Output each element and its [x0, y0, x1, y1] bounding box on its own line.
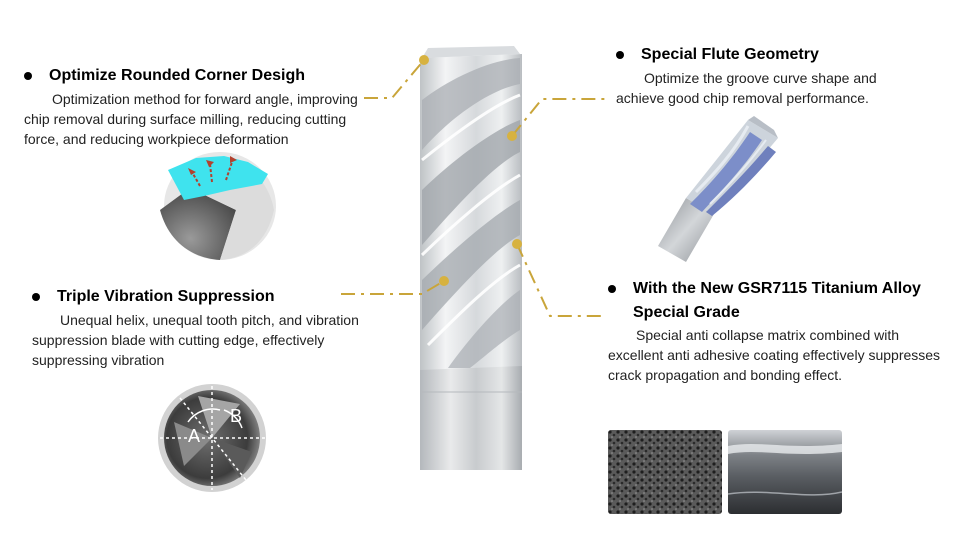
feature-title: Triple Vibration Suppression	[32, 288, 362, 306]
microstructure-illustration	[608, 430, 842, 514]
grade-title-line2: Special Grade	[633, 304, 740, 321]
rounded-corner-description: Optimization method for forward angle, i…	[24, 91, 358, 147]
label-b: B	[230, 406, 242, 426]
grade-title-line1: With the New GSR7115 Titanium Alloy	[633, 280, 921, 297]
bullet-icon	[616, 51, 624, 59]
bullet-icon	[608, 285, 616, 293]
flute-title: Special Flute Geometry	[641, 46, 819, 63]
microstructure-icon	[608, 430, 842, 514]
sem-coating-image	[728, 430, 842, 514]
corner-leader-dot	[419, 55, 429, 65]
flute-leader-dot	[507, 131, 517, 141]
feature-title: With the New GSR7115 Titanium Alloy	[608, 280, 953, 298]
grade-description: Special anti collapse matrix combined wi…	[608, 327, 941, 383]
rounded-corner-title: Optimize Rounded Corner Desigh	[49, 67, 306, 84]
feature-rounded-corner: Optimize Rounded Corner Desigh Optimizat…	[24, 67, 364, 149]
label-a: A	[188, 426, 200, 446]
end-mill-image	[408, 40, 538, 472]
vibration-leader-dot	[439, 276, 449, 286]
rounded-corner-cross-section-icon	[160, 152, 276, 260]
end-mill-icon	[420, 46, 522, 470]
coated-end-mill-icon	[658, 116, 778, 262]
bullet-icon	[24, 72, 32, 80]
vibration-illustration: A B	[154, 382, 272, 494]
feature-title: Optimize Rounded Corner Desigh	[24, 67, 364, 85]
coated-end-mill-illustration	[650, 112, 790, 266]
bullet-icon	[32, 293, 40, 301]
vibration-title: Triple Vibration Suppression	[57, 288, 275, 305]
feature-titanium-grade: With the New GSR7115 Titanium Alloy Spec…	[608, 280, 953, 385]
feature-flute-geometry: Special Flute Geometry Optimize the groo…	[616, 46, 881, 108]
flute-description: Optimize the groove curve shape and achi…	[616, 70, 877, 106]
feature-vibration-suppression: Triple Vibration Suppression Unequal hel…	[32, 288, 362, 370]
feature-title: Special Flute Geometry	[616, 46, 881, 64]
grade-leader-dot	[512, 239, 522, 249]
rounded-corner-illustration	[150, 150, 278, 262]
vibration-description: Unequal helix, unequal tooth pitch, and …	[32, 312, 359, 368]
sem-grain-image	[608, 430, 722, 514]
unequal-pitch-end-view-icon: A B	[158, 384, 266, 492]
